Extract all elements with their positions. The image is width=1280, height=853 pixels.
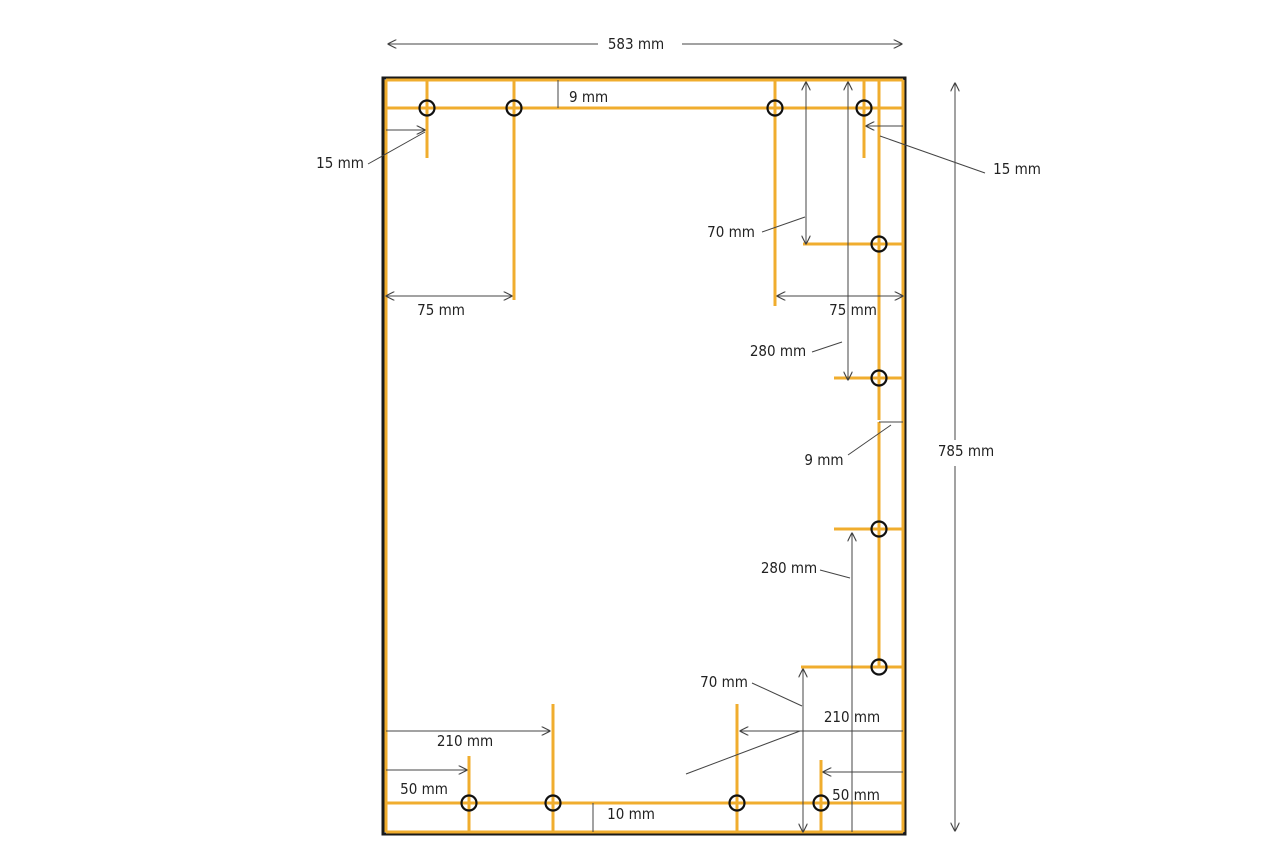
- label-left-hole-inset: 15 mm: [316, 154, 364, 172]
- label-right-upper-gap: 280 mm: [750, 342, 806, 360]
- panel-outline: [381, 76, 907, 836]
- label-top-left-spacing: 75 mm: [417, 301, 465, 319]
- dimension-labels: 583 mm 785 mm 9 mm 15 mm 15 mm 75 mm 75 …: [316, 35, 1041, 823]
- hole-right-1: [870, 235, 888, 253]
- label-top-margin: 9 mm: [569, 88, 608, 106]
- dimension-lines: [367, 44, 986, 832]
- label-top-right-spacing: 75 mm: [829, 301, 877, 319]
- hole-top-4: [855, 99, 873, 117]
- label-right-lower-gap: 280 mm: [761, 559, 817, 577]
- hole-top-3: [766, 99, 784, 117]
- label-total-width: 583 mm: [608, 35, 664, 53]
- label-bottom-right-inner: 50 mm: [832, 786, 880, 804]
- hole-bottom-1: [460, 794, 478, 812]
- label-bottom-left-inner: 50 mm: [400, 780, 448, 798]
- label-right-bottom-offset: 70 mm: [700, 673, 748, 691]
- guide-lines: [384, 78, 905, 834]
- hole-right-2: [870, 369, 888, 387]
- hole-bottom-2: [544, 794, 562, 812]
- hole-right-3: [870, 520, 888, 538]
- label-right-top-offset: 70 mm: [707, 223, 755, 241]
- label-bottom-margin: 10 mm: [607, 805, 655, 823]
- label-right-hole-inset: 15 mm: [993, 160, 1041, 178]
- label-bottom-left-outer: 210 mm: [437, 732, 493, 750]
- label-total-height: 785 mm: [938, 442, 994, 460]
- hole-bottom-3: [728, 794, 746, 812]
- label-bottom-right-outer: 210 mm: [824, 708, 880, 726]
- hole-bottom-4: [812, 794, 830, 812]
- hole-top-2: [505, 99, 523, 117]
- holes: [418, 99, 888, 812]
- label-right-margin: 9 mm: [804, 451, 843, 469]
- hole-right-4: [870, 658, 888, 676]
- hole-top-1: [418, 99, 436, 117]
